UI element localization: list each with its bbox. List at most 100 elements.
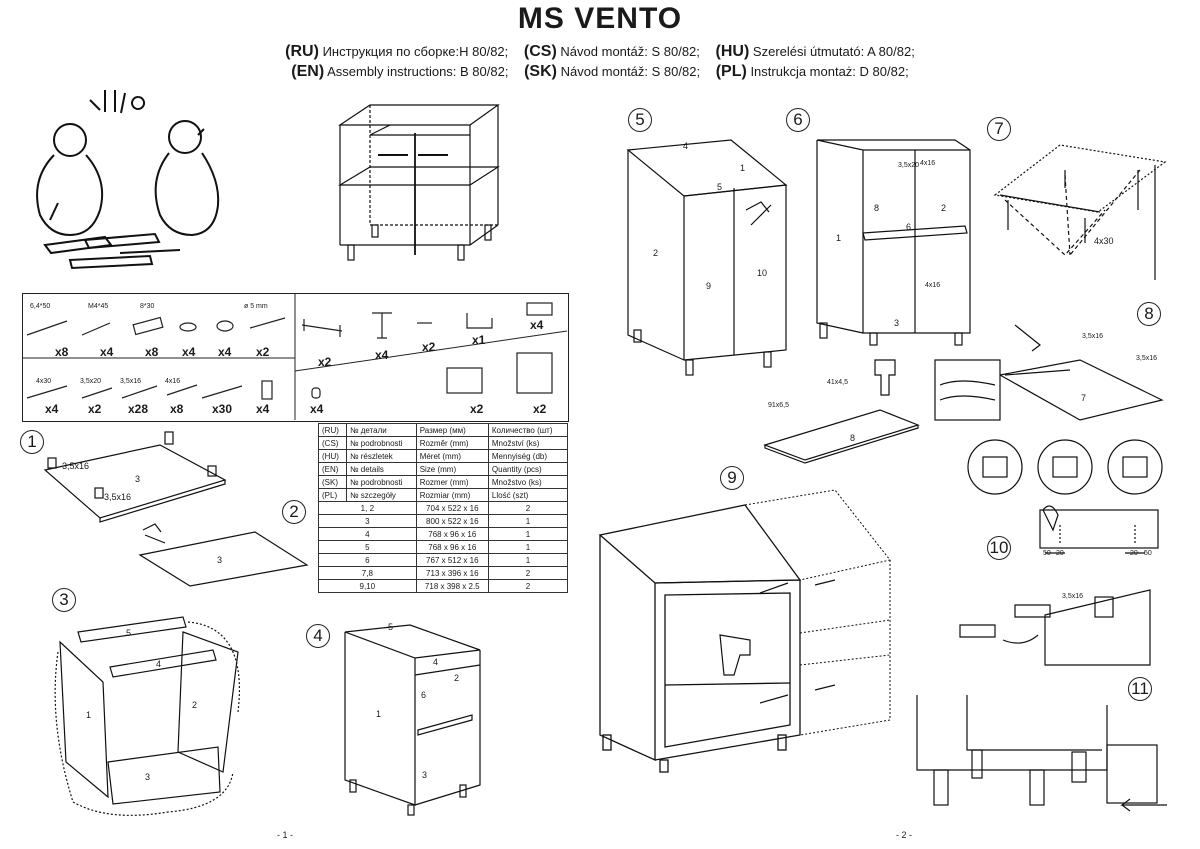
s8b-part8-label: 8: [850, 433, 856, 443]
step-3-marker: 3: [52, 588, 76, 612]
document-title: MS VENTO: [517, 2, 683, 35]
hw-qty-5: x4: [218, 345, 232, 359]
hinge-adjustment-drawing: [967, 439, 1163, 495]
dowel-icon: [132, 316, 164, 336]
cabinet-overview-drawing: [337, 104, 501, 261]
hw-size-1: 6,4*50: [30, 303, 51, 310]
step-7-marker: 7: [987, 117, 1011, 141]
s3-part1-label: 1: [86, 710, 92, 720]
hw-size-10: 4x16: [165, 378, 181, 385]
step-5-drawing: [626, 139, 788, 376]
s8b-screw-label-2: 91x6,5: [768, 402, 790, 409]
hw-qty-1: x8: [55, 345, 69, 359]
hw-qty-13: x2: [318, 355, 332, 369]
s6-screw-label-1: 3,5x20: [898, 162, 920, 169]
hinge-fitting-drawing: [959, 589, 1151, 666]
hw-qty-7: x4: [45, 402, 59, 416]
long-screw-icon: [26, 320, 68, 336]
bolt-icon: [81, 322, 111, 336]
table-row: (PL)№ szczegóły Rozmiar (mm)Llość (szt): [318, 488, 569, 502]
hw-qty-2: x4: [100, 345, 114, 359]
s6-screw-label-3: 4x16: [925, 282, 941, 289]
hw-qty-18: x4: [310, 402, 324, 416]
step-8-drawing: [934, 324, 1164, 421]
page-number-1: - 1 -: [277, 830, 294, 840]
hw-size-7: 4x30: [36, 378, 52, 385]
s8-screw-label: 3,5x16: [1082, 333, 1104, 340]
hook-icon: [466, 313, 493, 329]
nail-icon: [201, 385, 243, 399]
step-8-marker: 8: [1137, 302, 1161, 326]
handle-icon: [301, 319, 343, 337]
parts-table: (RU)№ детали Размер (мм)Количество (шт) …: [318, 423, 569, 593]
step-11-marker: 11: [1128, 677, 1152, 701]
s8b-screw-label-1: 41x4,5: [827, 379, 849, 386]
leg-icon: [372, 312, 392, 339]
s5-part5-label: 5: [717, 182, 723, 192]
s6-part1-label: 1: [836, 233, 842, 243]
step-4-marker: 4: [306, 624, 330, 648]
s4-part1-label: 1: [376, 709, 382, 719]
step-9-marker: 9: [720, 466, 744, 490]
two-people-illustration: [36, 90, 220, 270]
table-row: (EN)№ details Size (mm)Quantity (pcs): [318, 462, 569, 476]
s6-part8-label: 8: [874, 203, 880, 213]
washer-icon: [179, 322, 197, 332]
person-head-icon: [53, 123, 87, 157]
hw-qty-16: x1: [472, 333, 486, 347]
s4-part5-label: 5: [388, 622, 394, 632]
step-3-drawing: [54, 616, 240, 816]
pin-icon: [249, 317, 286, 329]
hardware-dividers: [22, 293, 568, 420]
s7-screw-label: 4x30: [1094, 236, 1114, 246]
hw-qty-9: x28: [128, 402, 149, 416]
s4-part6-label: 6: [421, 690, 427, 700]
s6-screw-label-2: 4x16: [920, 160, 936, 167]
step-10-marker: 10: [987, 536, 1011, 560]
plate-icon: [526, 302, 553, 316]
s2-panel-label: 3: [217, 555, 223, 565]
step-9-drawing: [598, 489, 891, 773]
step-2-drawing: [138, 523, 309, 587]
s3-part4-label: 4: [156, 659, 162, 669]
hw-qty-11: x30: [212, 402, 233, 416]
s10-screw-label: 3,5x16: [1062, 593, 1084, 600]
s4-part4-label: 4: [433, 657, 439, 667]
s4-part3-label: 3: [422, 770, 428, 780]
bracket-icon: [516, 352, 553, 394]
step-10-drawing: [1039, 505, 1159, 554]
hw-qty-3: x8: [145, 345, 159, 359]
step-6-drawing: [816, 139, 971, 346]
step-5-marker: 5: [628, 108, 652, 132]
hw-qty-6: x2: [256, 345, 270, 359]
table-row: (HU)№ részletek Méret (mm)Mennyiség (db): [318, 449, 569, 463]
s5-part9-label: 9: [706, 281, 712, 291]
table-row: (RU)№ детали Размер (мм)Количество (шт): [318, 423, 569, 437]
hw-qty-15: x2: [422, 340, 436, 354]
s5-part2-label: 2: [653, 248, 659, 258]
table-row: (CS)№ podrobnosti Rozměr (mm)Množství (k…: [318, 436, 569, 450]
cap-icon: [216, 320, 234, 332]
s1-panel-label: 3: [135, 474, 141, 484]
hw-qty-14: x4: [375, 348, 389, 362]
step-11-drawing: [916, 695, 1167, 812]
s10-dim-4: 50: [1144, 550, 1152, 557]
s4-part2-label: 2: [454, 673, 460, 683]
hw-size-8: 3,5x20: [80, 378, 102, 385]
hw-qty-10: x8: [170, 402, 184, 416]
step-6-marker: 6: [786, 108, 810, 132]
s1-screw-label-b: 3,5x16: [104, 492, 132, 502]
step-1-marker: 1: [20, 430, 44, 454]
step-2-marker: 2: [282, 500, 306, 524]
s3-part5-label: 5: [126, 628, 132, 638]
hw-qty-4: x4: [182, 345, 196, 359]
screw-icon: [26, 385, 68, 399]
hw-size-3: 8*30: [140, 303, 155, 310]
hw-qty-12: x4: [256, 402, 270, 416]
s8-screw-label-2: 3,5x16: [1136, 355, 1158, 362]
